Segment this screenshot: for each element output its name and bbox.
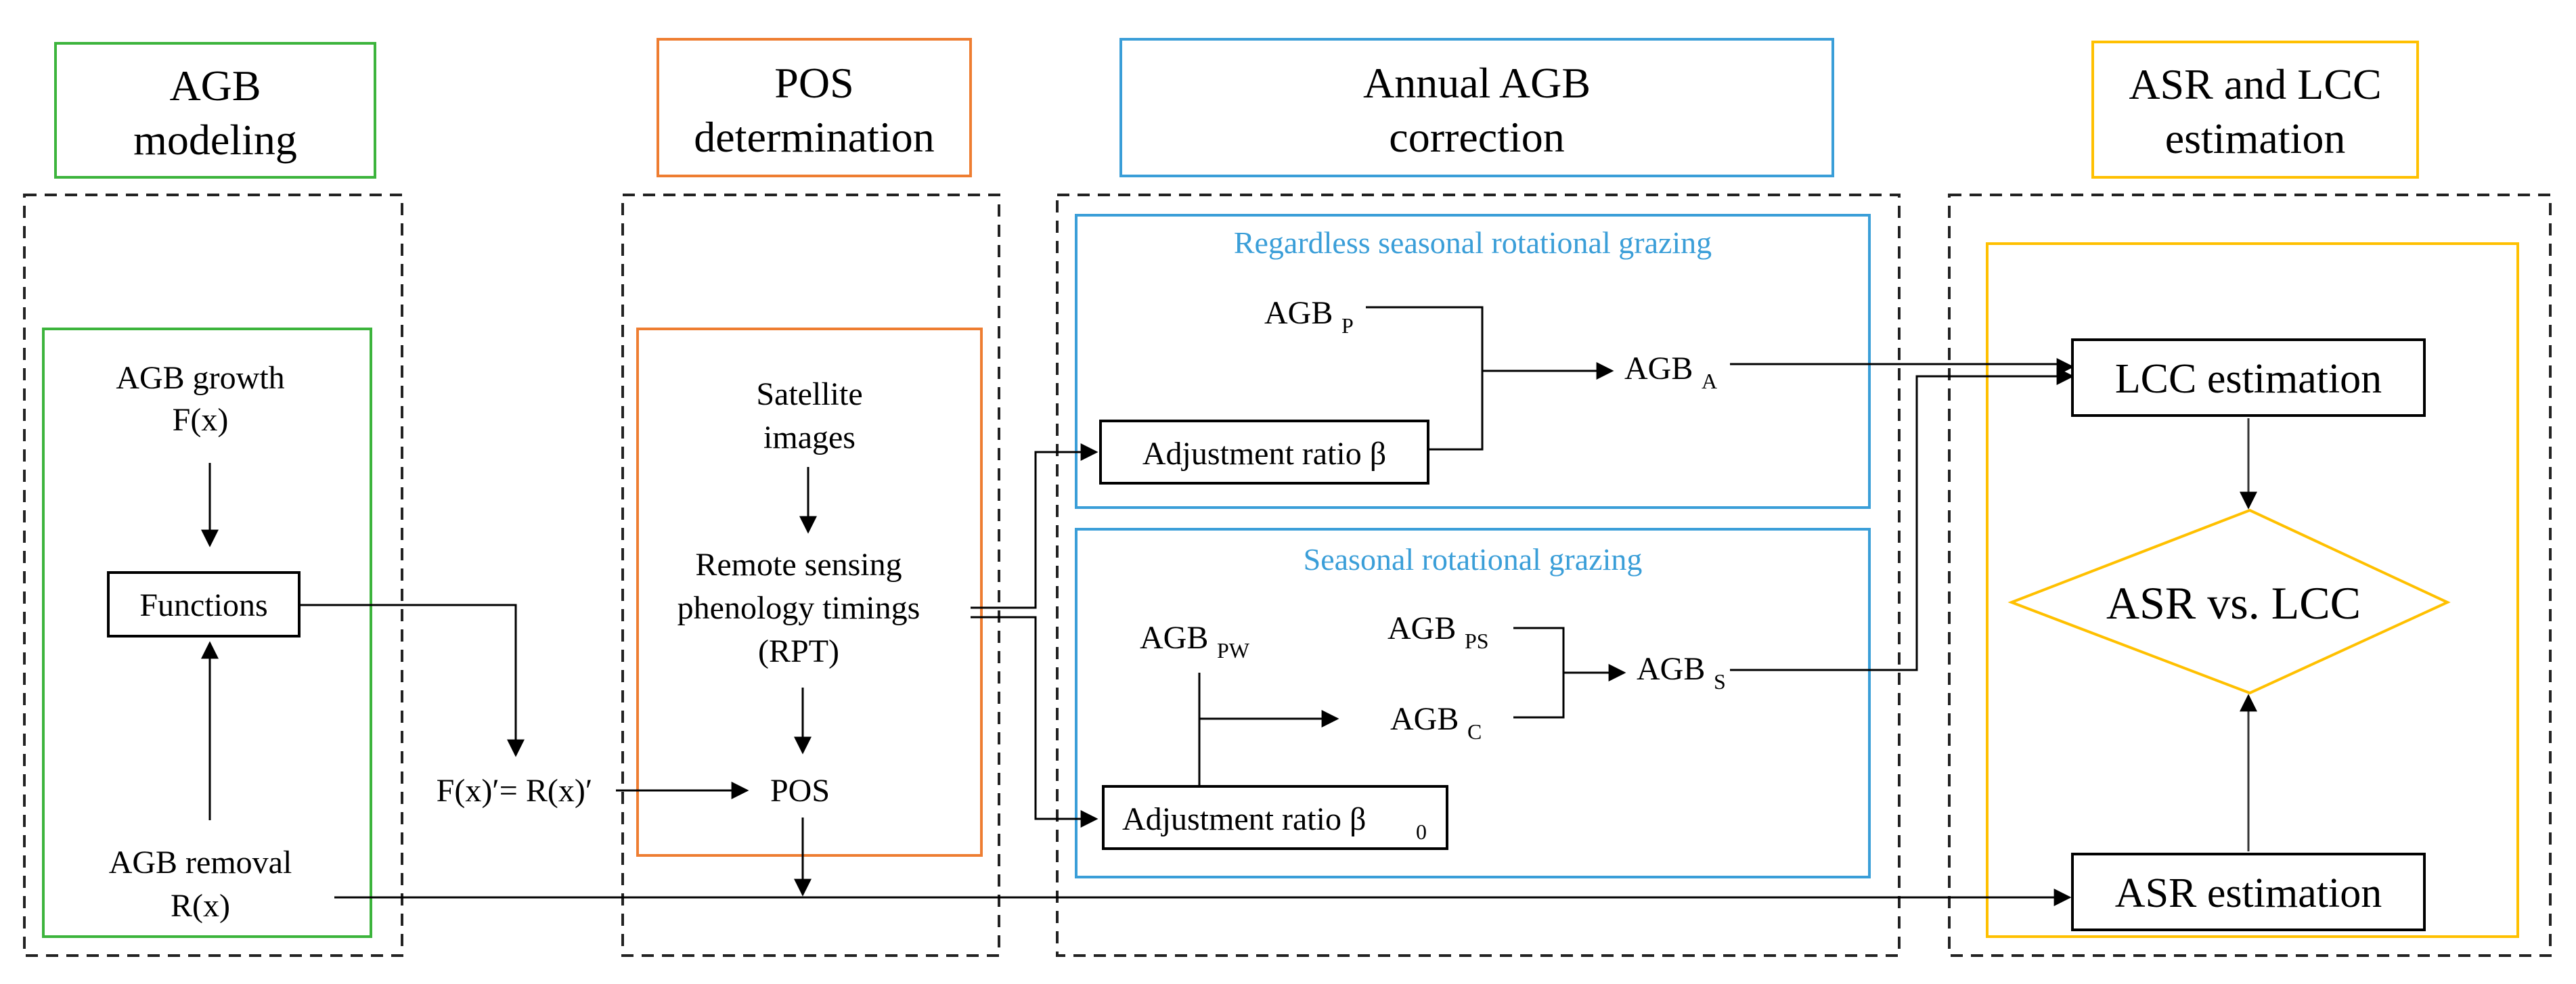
agb-a-base: AGB	[1624, 351, 1693, 386]
asr-estimation-label: ASR estimation	[2115, 870, 2382, 916]
dashed-column-agb-modeling	[23, 194, 403, 957]
header-text-line-2: correction	[1389, 113, 1564, 161]
header-asr-lcc-estimation: ASR and LCC estimation	[2091, 41, 2419, 179]
panel-regardless-grazing	[1075, 214, 1871, 509]
asr-vs-lcc-diamond	[2007, 508, 2451, 695]
adjustment-ratio-beta0-subscript: 0	[1416, 820, 1427, 844]
adjustment-ratio-beta0-label: Adjustment ratio β 0	[1122, 801, 1427, 844]
dashed-column-annual-agb-correction	[1056, 194, 1901, 957]
rpt-label-line-3: (RPT)	[758, 633, 839, 669]
asr-estimation-box	[2071, 853, 2426, 931]
lcc-estimation-label: LCC estimation	[2115, 356, 2382, 402]
adjustment-ratio-beta0-base: Adjustment ratio β	[1122, 801, 1366, 837]
header-annual-agb-correction: Annual AGB correction	[1119, 38, 1834, 177]
agb-s-base: AGB	[1637, 651, 1705, 687]
adjustment-ratio-beta-label: Adjustment ratio β	[1142, 436, 1386, 472]
agb-c-subscript: C	[1467, 719, 1482, 744]
agb-ps-subscript: PS	[1465, 629, 1489, 653]
agb-p-base: AGB	[1264, 295, 1333, 331]
rpt-label-line-2: phenology timings	[678, 590, 920, 626]
header-text-line-1: Annual AGB	[1363, 59, 1591, 107]
satellite-images-label: Satellite	[756, 376, 862, 412]
header-box-annual-agb-correction	[1119, 38, 1834, 177]
arrow-rpt-to-adjustment-beta	[971, 443, 1098, 609]
rpt-label-line-1: Remote sensing	[695, 547, 902, 583]
agb-c-label: AGB C	[1390, 701, 1482, 744]
agb-ps-label: AGB PS	[1387, 610, 1489, 653]
derivative-equation-label: F(x)′= R(x)′	[437, 773, 593, 809]
panel-seasonal-grazing	[1075, 528, 1871, 878]
lcc-estimation-box	[2071, 338, 2426, 417]
header-text-line-1: AGB	[169, 62, 261, 110]
header-text-line-1: POS	[774, 59, 853, 107]
header-text-line-2: modeling	[133, 116, 297, 164]
agb-ps-base: AGB	[1387, 610, 1456, 646]
functions-label: Functions	[139, 587, 267, 623]
adjustment-ratio-beta0-box	[1102, 785, 1448, 850]
agb-c-base: AGB	[1390, 701, 1459, 737]
agb-pw-base: AGB	[1140, 620, 1208, 656]
panel-pos-determination	[636, 328, 983, 857]
regardless-grazing-title: Regardless seasonal rotational grazing	[1234, 225, 1712, 260]
satellite-images-label-2: images	[763, 420, 856, 455]
header-text-line-2: estimation	[2165, 114, 2346, 162]
arrow-agb-a-to-lcc	[1730, 358, 2074, 376]
seasonal-grazing-title: Seasonal rotational grazing	[1304, 542, 1643, 577]
agb-a-label: AGB A	[1624, 351, 1717, 393]
panel-asr-lcc	[1986, 242, 2519, 938]
agb-growth-function-label: F(x)	[173, 402, 229, 438]
header-box-agb-modeling	[54, 42, 376, 179]
connector-agb-p-beta	[1366, 306, 1484, 451]
agb-pw-label: AGB PW	[1140, 620, 1250, 663]
agb-p-subscript: P	[1341, 313, 1354, 338]
functions-box	[107, 571, 301, 638]
header-text-line-1: ASR and LCC	[2129, 60, 2381, 108]
arrow-rpt-to-adjustment-beta0	[971, 616, 1098, 828]
header-pos-determination: POS determination	[657, 38, 972, 177]
header-box-pos-determination	[657, 38, 972, 177]
panel-agb-modeling	[42, 328, 372, 938]
agb-s-subscript: S	[1714, 669, 1726, 694]
connector-agb-ps-agb-c	[1513, 627, 1565, 719]
agb-a-subscript: A	[1702, 369, 1717, 393]
agb-s-label: AGB S	[1637, 651, 1726, 694]
header-text-line-2: determination	[694, 113, 934, 161]
agb-pw-subscript: PW	[1217, 638, 1250, 663]
pos-label: POS	[770, 773, 830, 809]
dashed-column-asr-lcc	[1948, 194, 2552, 957]
header-agb-modeling: AGB modeling	[54, 42, 376, 179]
agb-growth-label: AGB growth	[116, 360, 284, 396]
adjustment-ratio-beta-box	[1099, 420, 1429, 485]
arrow-agb-s-to-lcc	[1730, 367, 2074, 671]
agb-removal-function-label: R(x)	[171, 888, 230, 924]
agb-p-label: AGB P	[1264, 295, 1354, 338]
arrow-functions-to-equation	[301, 604, 525, 757]
agb-removal-label: AGB removal	[109, 845, 292, 880]
dashed-column-pos-determination	[621, 194, 1000, 957]
asr-vs-lcc-label: ASR vs. LCC	[2106, 577, 2361, 629]
header-box-asr-lcc-estimation	[2091, 41, 2419, 179]
